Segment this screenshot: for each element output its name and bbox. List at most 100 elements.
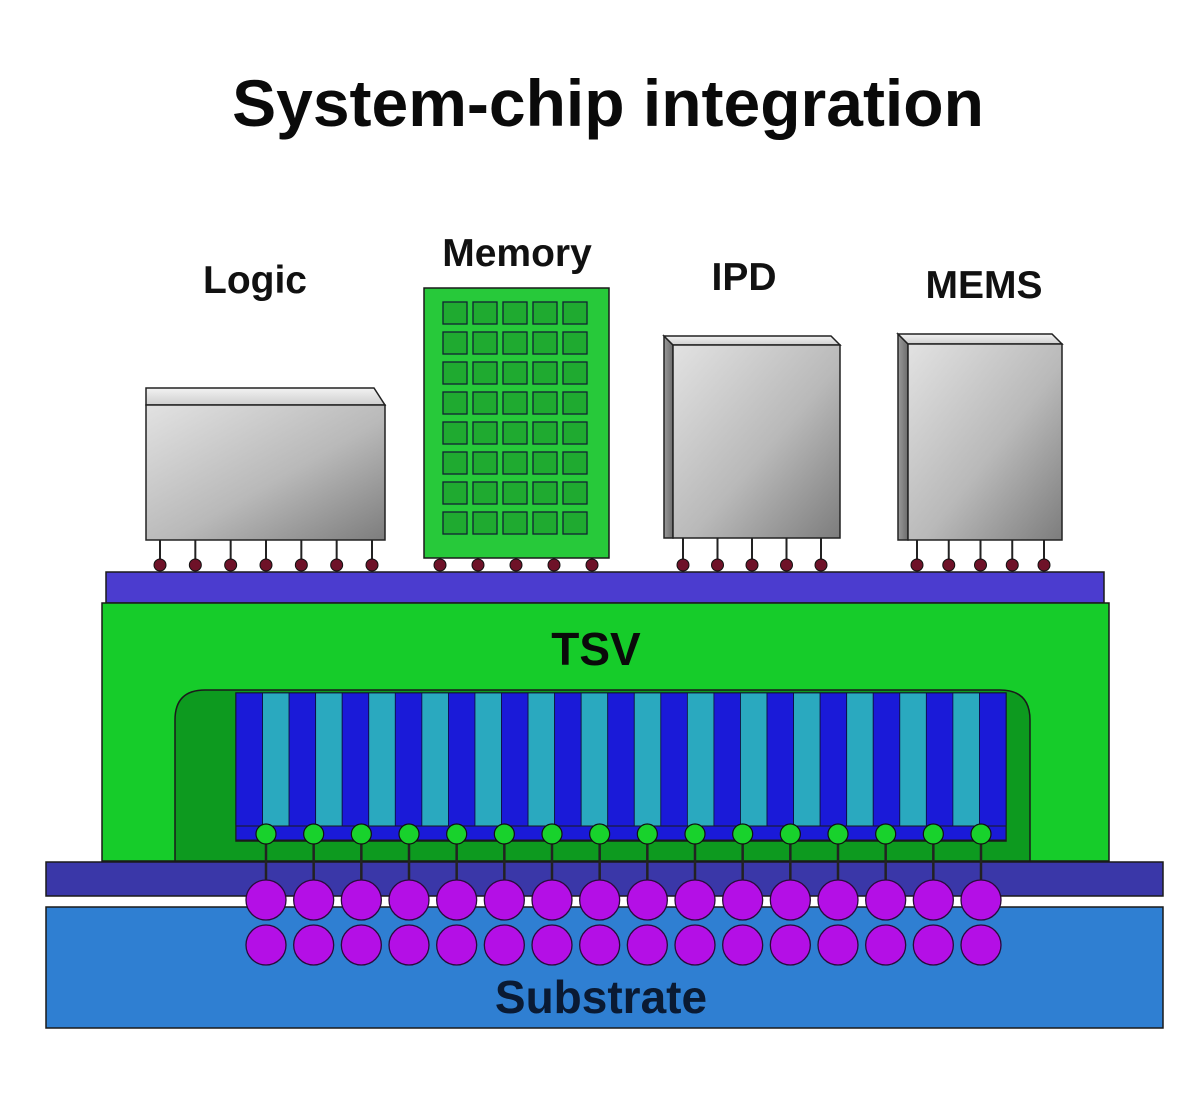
solder-ball	[960, 924, 1002, 966]
tsv-pillar	[288, 692, 317, 827]
solder-ball	[817, 924, 859, 966]
memory-cell	[472, 391, 498, 415]
memory-cell	[532, 451, 558, 475]
memory-cell	[442, 451, 468, 475]
ipd-pin	[711, 558, 724, 572]
solder-ball	[579, 924, 621, 966]
tsv-pillar	[448, 692, 476, 827]
micro-bump	[398, 823, 420, 845]
memory-pin	[547, 558, 561, 572]
memory-cell	[562, 361, 588, 385]
tsv-pillar	[660, 692, 688, 827]
memory-label: Memory	[442, 232, 592, 275]
solder-ball	[579, 879, 621, 921]
memory-cell	[532, 421, 558, 445]
micro-bump	[303, 823, 325, 845]
ipd-label: IPD	[711, 256, 776, 299]
memory-cell	[502, 361, 528, 385]
tsv-pillar	[740, 692, 768, 827]
logic-pin	[365, 558, 379, 572]
mems-pin	[942, 558, 956, 572]
micro-bump	[350, 823, 372, 845]
solder-ball	[245, 924, 287, 966]
memory-cell	[502, 391, 528, 415]
tsv-pillar	[925, 692, 954, 827]
micro-bump	[732, 823, 754, 845]
memory-cell	[472, 301, 498, 325]
solder-ball	[388, 879, 430, 921]
memory-cell	[562, 481, 588, 505]
memory-cell	[442, 481, 468, 505]
memory-cell	[442, 511, 468, 535]
tsv-pillar-array	[235, 692, 1007, 842]
memory-cell	[442, 301, 468, 325]
micro-bump	[541, 823, 563, 845]
memory-cell	[562, 331, 588, 355]
solder-ball	[531, 879, 573, 921]
micro-bump	[493, 823, 515, 845]
tsv-pillar	[235, 692, 263, 827]
micro-bump	[255, 823, 277, 845]
tsv-pillar	[607, 692, 635, 827]
tsv-pillar	[979, 692, 1007, 827]
logic-chip	[145, 387, 387, 541]
solder-ball	[722, 879, 764, 921]
solder-ball	[626, 924, 668, 966]
micro-bump	[589, 823, 611, 845]
tsv-pillar	[686, 692, 715, 827]
solder-ball	[865, 879, 907, 921]
tsv-pillar	[872, 692, 901, 827]
tsv-pillar	[368, 692, 396, 827]
tsv-pillar	[766, 692, 794, 827]
mems-pin	[1005, 558, 1019, 572]
solder-ball	[960, 879, 1002, 921]
memory-cell	[442, 421, 468, 445]
micro-bump	[446, 823, 468, 845]
memory-cell	[502, 421, 528, 445]
tsv-pillar	[952, 692, 980, 827]
ipd-pin	[745, 558, 759, 572]
logic-pin	[188, 558, 202, 572]
ipd-chip	[662, 334, 842, 539]
solder-ball	[865, 924, 907, 966]
memory-cell	[502, 511, 528, 535]
memory-cell	[472, 481, 498, 505]
memory-cell	[472, 451, 498, 475]
memory-cell	[472, 361, 498, 385]
solder-ball	[674, 879, 716, 921]
tsv-pillar	[421, 692, 449, 827]
diagram-title: System-chip integration	[232, 66, 984, 140]
memory-pin	[585, 558, 599, 572]
solder-ball	[245, 879, 287, 921]
memory-cell	[502, 481, 528, 505]
solder-ball	[531, 924, 573, 966]
logic-pin	[294, 558, 308, 572]
solder-ball	[436, 924, 478, 966]
solder-ball	[817, 879, 859, 921]
memory-cell	[442, 361, 468, 385]
memory-cell	[502, 331, 528, 355]
tsv-pillar	[474, 692, 502, 827]
micro-bump	[684, 823, 706, 845]
memory-cell-grid	[442, 301, 588, 535]
micro-bump	[922, 823, 944, 845]
tsv-pillar	[793, 692, 821, 827]
mems-pin	[1037, 558, 1051, 572]
memory-cell	[532, 391, 558, 415]
ipd-pin	[676, 558, 690, 572]
ipd-pin	[814, 558, 828, 572]
memory-cell	[472, 331, 498, 355]
solder-ball	[293, 924, 335, 966]
logic-pin	[330, 558, 344, 572]
mems-chip	[896, 332, 1064, 541]
tsv-pillar	[501, 692, 529, 827]
mems-pin	[910, 558, 924, 572]
solder-ball	[483, 924, 525, 966]
memory-cell	[562, 421, 588, 445]
tsv-pillar	[713, 692, 741, 827]
memory-cell	[562, 451, 588, 475]
tsv-pillar	[527, 692, 556, 827]
memory-cell	[562, 301, 588, 325]
memory-cell	[532, 511, 558, 535]
